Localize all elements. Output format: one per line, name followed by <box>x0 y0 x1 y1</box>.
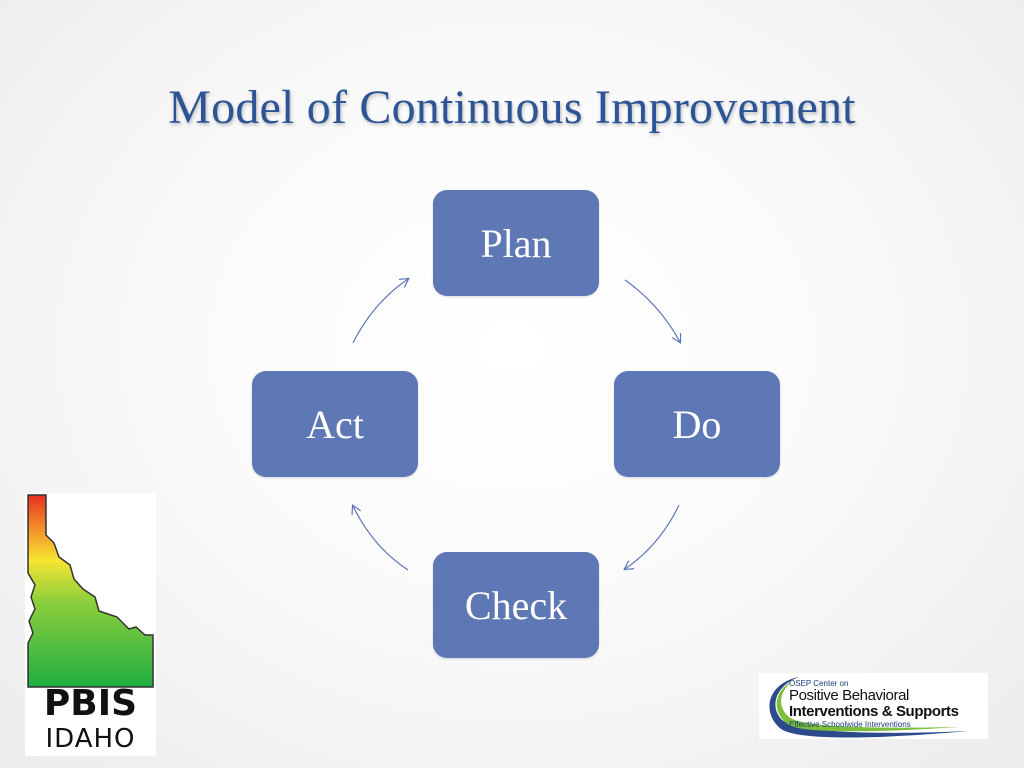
osep-swoosh-icon <box>769 677 969 738</box>
arrow-plan-to-do <box>624 279 680 342</box>
cycle-step-act: Act <box>252 371 418 477</box>
osep-pbis-logo: OSEP Center on Positive Behavioral Inter… <box>759 673 988 739</box>
cycle-step-check: Check <box>433 552 599 658</box>
arrow-act-to-plan <box>352 279 408 344</box>
idaho-state-shape-icon <box>27 494 154 688</box>
pbis-logo-text: PBIS <box>43 683 138 724</box>
cycle-step-do: Do <box>614 371 780 477</box>
idaho-logo-text: IDAHO <box>45 724 136 754</box>
osep-tagline: Effective Schoolwide Interventions <box>789 720 911 729</box>
osep-line-1: Positive Behavioral <box>789 687 909 704</box>
pbis-idaho-logo: PBIS IDAHO <box>25 493 156 756</box>
arrow-check-to-act <box>353 506 409 571</box>
osep-header-text: OSEP Center on <box>789 679 849 688</box>
osep-line-2: Interventions & Supports <box>789 703 959 720</box>
arrow-do-to-check <box>625 504 680 569</box>
cycle-step-plan: Plan <box>433 190 599 296</box>
slide-title: Model of Continuous Improvement <box>168 81 856 134</box>
